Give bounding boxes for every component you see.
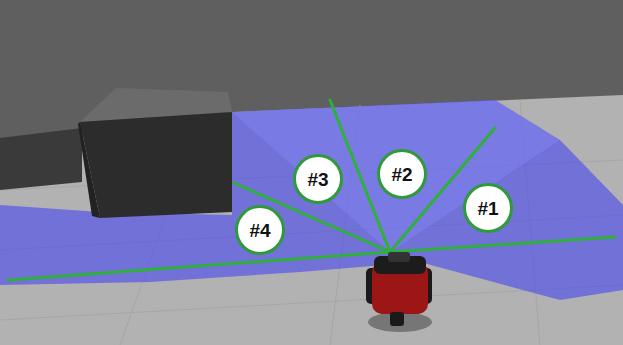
sector-line	[390, 237, 615, 252]
callout-circle: #2	[377, 149, 427, 199]
box-front	[80, 112, 232, 218]
ground-plane	[0, 95, 623, 345]
callout-number: #4	[249, 221, 270, 240]
robot-caster	[390, 312, 404, 326]
callout-circle: #4	[235, 205, 285, 255]
callout-number: #2	[391, 165, 412, 184]
wall	[0, 128, 82, 190]
box-side	[78, 122, 100, 218]
robot-sensor	[388, 252, 410, 262]
callout-number: #1	[477, 199, 498, 218]
callout-number: #3	[307, 170, 328, 189]
robot-shadow	[368, 312, 432, 332]
sector-lines	[8, 100, 615, 280]
laser-scan	[0, 100, 623, 300]
sector-line	[8, 252, 390, 280]
callout-circle: #1	[463, 183, 513, 233]
robot	[366, 252, 432, 332]
callout-circle: #3	[293, 154, 343, 204]
ground-grid	[0, 100, 623, 345]
